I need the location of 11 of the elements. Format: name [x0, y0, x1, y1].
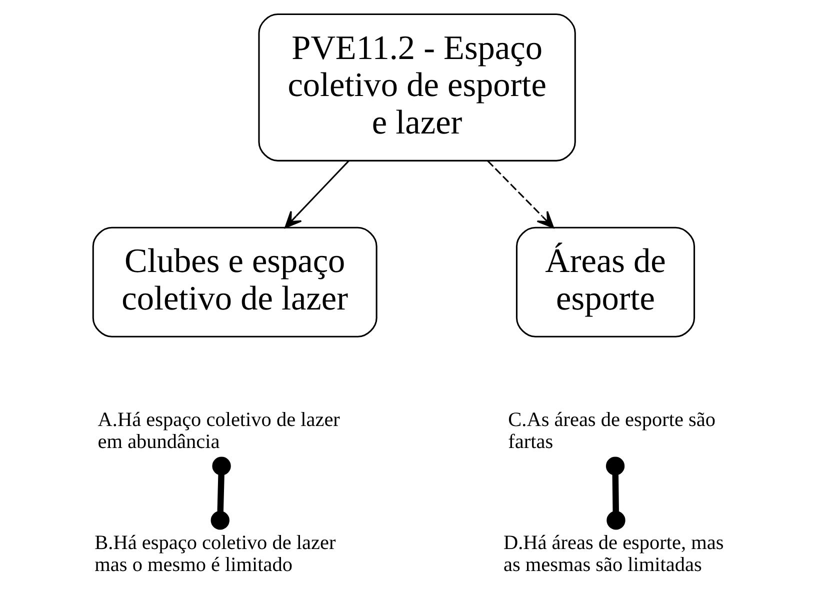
node-box: Clubes e espaço coletivo de lazer — [92, 226, 377, 338]
node-text: A.Há espaço coletivo de lazer em abundância — [97, 409, 340, 453]
node-text: B.Há espaço coletivo de lazer mas o mesmo é limitado — [94, 532, 336, 576]
connector — [210, 456, 230, 530]
node-box: PVE11.2 - Espaço coletivo de esporte e lazer — [258, 14, 576, 162]
node-text: D.Há áreas de esporte, mas as mesmas são limitadas — [502, 532, 724, 576]
node-box: Áreas de esporte — [515, 226, 695, 338]
arrow — [284, 160, 349, 228]
arrow — [486, 160, 554, 228]
connector — [605, 456, 625, 530]
node-text: C.As áreas de esporte são fartas — [508, 409, 716, 453]
